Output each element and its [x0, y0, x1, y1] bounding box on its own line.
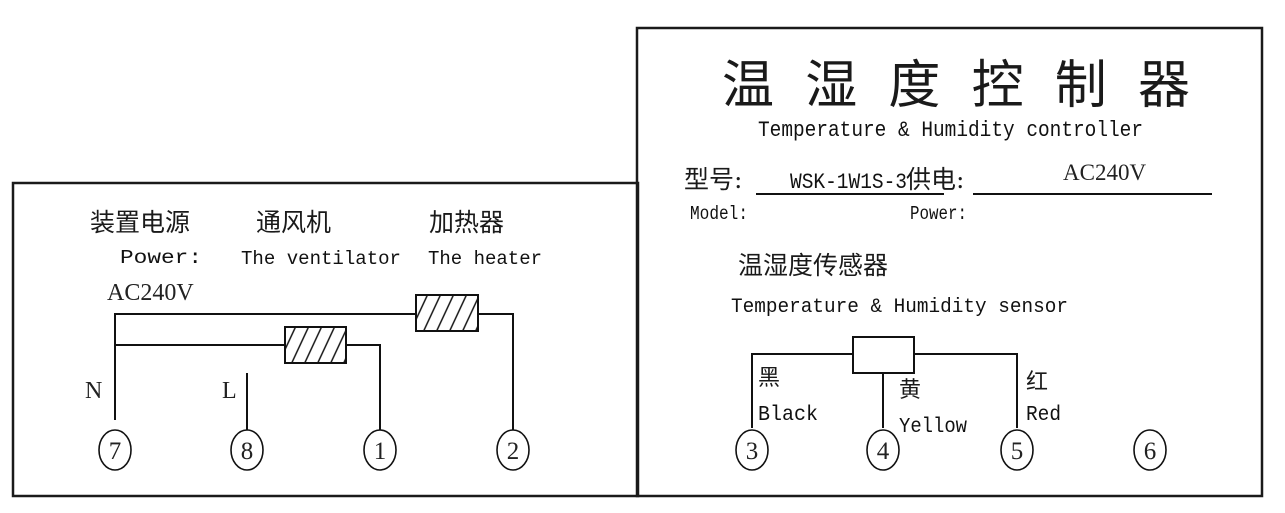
- terminal-circle: [98, 429, 132, 471]
- terminal-circle: [230, 429, 264, 471]
- heater-return-wire: [478, 313, 514, 432]
- yellow-wire-label-cn: 黄: [899, 378, 921, 403]
- live-label: L: [222, 378, 237, 404]
- neutral-wire-top: [114, 313, 415, 420]
- heater-label-en: The heater: [428, 248, 542, 270]
- supply-value: AC240V: [1063, 160, 1146, 185]
- terminal-circle: [866, 429, 900, 471]
- power-label-en: Power:: [120, 247, 202, 269]
- ventilator-label-en: The ventilator: [241, 248, 401, 270]
- terminal-circle: [1133, 429, 1167, 471]
- terminal-number: 6: [1144, 438, 1157, 465]
- terminal-number: 3: [746, 438, 759, 465]
- controller-title-cn: 温 湿 度 控 制 器: [722, 56, 1190, 116]
- terminal-7: 7: [98, 429, 132, 471]
- ventilator-element: [284, 326, 347, 364]
- model-label-cn: 型号:: [684, 165, 742, 194]
- yellow-wire-label-en: Yellow: [899, 416, 967, 439]
- model-label-en: Model:: [690, 203, 748, 225]
- red-wire: [914, 353, 1018, 428]
- black-wire: [751, 353, 853, 428]
- terminal-number: 2: [507, 438, 520, 465]
- terminal-6: 6: [1133, 429, 1167, 471]
- terminal-circle: [496, 429, 530, 471]
- terminal-number: 8: [241, 438, 254, 465]
- terminal-number: 4: [877, 438, 890, 465]
- red-wire-label-cn: 红: [1026, 370, 1048, 395]
- terminal-4: 4: [866, 429, 900, 471]
- controller-title-en: Temperature & Humidity controller: [758, 118, 1143, 143]
- power-value: AC240V: [107, 280, 194, 306]
- terminal-circle: [363, 429, 397, 471]
- terminal-1: 1: [363, 429, 397, 471]
- heater-label-cn: 加热器: [429, 208, 504, 237]
- neutral-label: N: [85, 378, 102, 404]
- terminal-circle: [735, 429, 769, 471]
- sensor-label-cn: 温湿度传感器: [738, 251, 888, 280]
- heater-element: [415, 294, 479, 332]
- terminal-number: 5: [1011, 438, 1024, 465]
- red-wire-label-en: Red: [1026, 404, 1061, 427]
- ventilator-return-wire: [346, 344, 381, 432]
- sensor-label-en: Temperature & Humidity sensor: [731, 296, 1068, 319]
- right-panel-frame: [635, 26, 1264, 498]
- terminal-3: 3: [735, 429, 769, 471]
- terminal-2: 2: [496, 429, 530, 471]
- black-wire-label-cn: 黑: [758, 366, 780, 391]
- terminal-number: 7: [109, 438, 122, 465]
- sensor-element: [852, 336, 915, 374]
- terminal-circle: [1000, 429, 1034, 471]
- supply-label-en: Power:: [910, 203, 967, 225]
- terminal-number: 1: [374, 438, 387, 465]
- terminal-5: 5: [1000, 429, 1034, 471]
- ventilator-label-cn: 通风机: [256, 208, 331, 237]
- black-wire-label-en: Black: [758, 404, 818, 427]
- supply-label-cn: 供电:: [906, 165, 964, 194]
- model-value: WSK-1W1S-3: [790, 170, 907, 195]
- power-label-cn: 装置电源: [90, 208, 190, 237]
- terminal-8: 8: [230, 429, 264, 471]
